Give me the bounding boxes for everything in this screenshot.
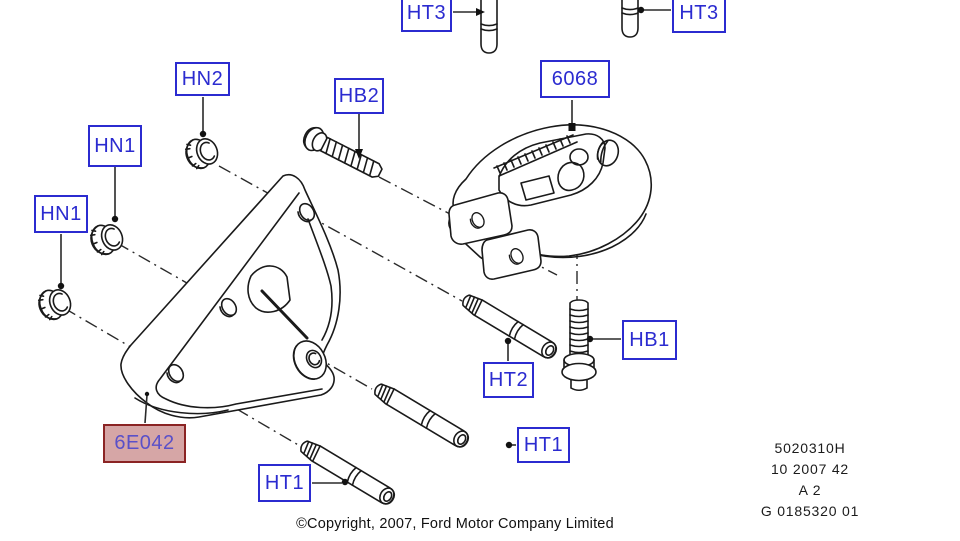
copyright-text: ©Copyright, 2007, Ford Motor Company Lim… (296, 516, 614, 532)
reference-code-block: 5020310H 10 2007 42 A 2 G 0185320 01 (735, 438, 885, 522)
reference-line-4: G 0185320 01 (760, 503, 860, 519)
mount-6068-art (448, 124, 653, 280)
bolt-hb2-art (302, 126, 383, 178)
bracket-6e042-art (120, 174, 341, 419)
part-label-hn1-lower[interactable]: HN1 (34, 195, 88, 233)
part-label-hb2[interactable]: HB2 (334, 78, 384, 114)
part-label-ht1-left[interactable]: HT1 (258, 464, 311, 502)
selected-part-label-6e042[interactable]: 6E042 (103, 424, 186, 463)
leader-lines (57, 6, 671, 486)
reference-line-1: 5020310H (774, 440, 846, 456)
nut-hn1-lower-art (33, 283, 76, 325)
part-label-hn1-upper[interactable]: HN1 (88, 125, 142, 167)
bolt-ht3-left-art (480, 0, 498, 54)
part-label-6068[interactable]: 6068 (540, 60, 610, 98)
part-label-ht3-left[interactable]: HT3 (401, 0, 452, 32)
bolt-hb1-art (561, 299, 597, 392)
part-label-ht2[interactable]: HT2 (483, 362, 534, 398)
part-label-hb1[interactable]: HB1 (622, 320, 677, 360)
bolt-ht3-right-art (621, 0, 639, 38)
stud-ht1-middle-art (370, 379, 473, 451)
reference-line-3: A 2 (798, 482, 822, 498)
part-label-hn2[interactable]: HN2 (175, 62, 230, 96)
nut-hn2-art (180, 132, 223, 174)
reference-line-2: 10 2007 42 (770, 461, 850, 477)
stud-ht1-lower-art (296, 436, 399, 508)
stud-ht2-art (458, 290, 561, 362)
part-label-ht3-right[interactable]: HT3 (672, 0, 726, 33)
nut-hn1-upper-art (85, 218, 128, 260)
part-label-ht1-right[interactable]: HT1 (517, 427, 570, 463)
